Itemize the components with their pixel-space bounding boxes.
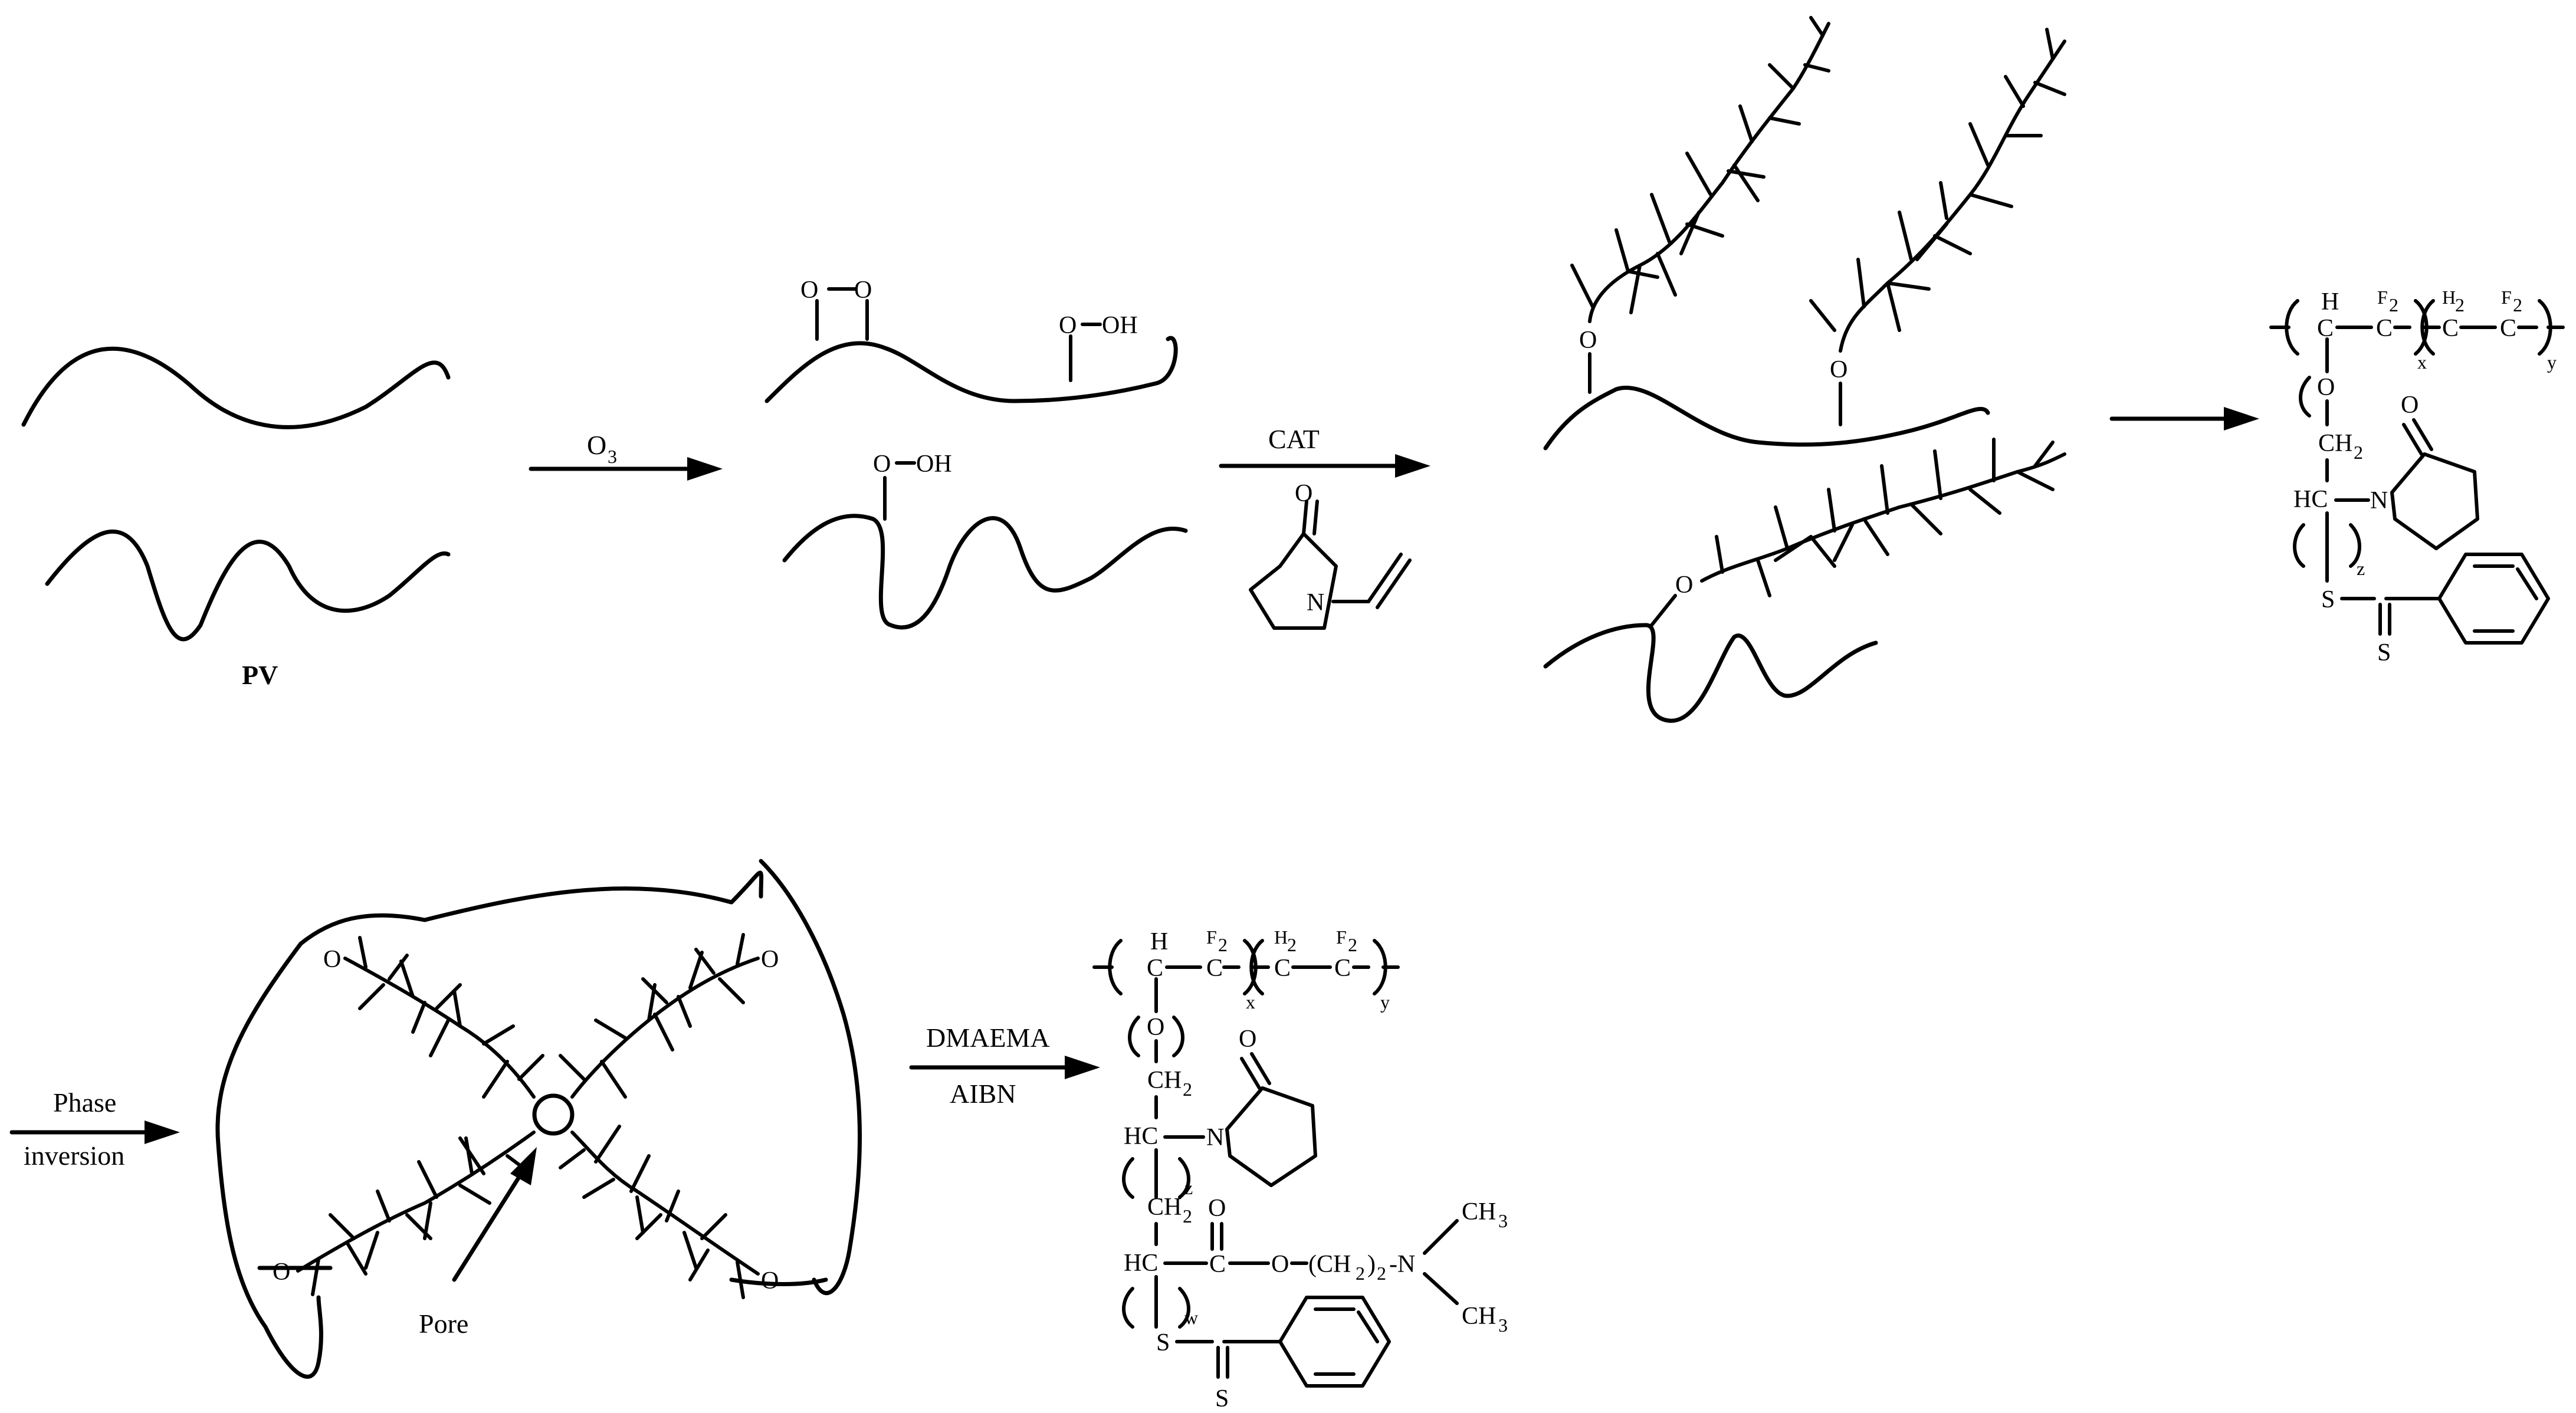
s2-amine-n: -N bbox=[1389, 1251, 1415, 1278]
membrane-o-1: O bbox=[323, 946, 341, 973]
monomer-label-2: AIBN bbox=[950, 1079, 1016, 1109]
s2-c4: C bbox=[1334, 955, 1351, 982]
s2-ester-o: O bbox=[1271, 1251, 1289, 1278]
pv-chains: PV bbox=[21, 346, 451, 690]
s2-ch3-b-sub: 3 bbox=[1498, 1315, 1508, 1336]
graft-o-1: O bbox=[1579, 327, 1597, 354]
s2-f2-a: F bbox=[1206, 926, 1217, 948]
s1-c4: C bbox=[2500, 315, 2516, 342]
catalyst-label: CAT bbox=[1268, 424, 1320, 454]
ozonation-arrow: O 3 bbox=[529, 430, 723, 481]
s2-carbonyl-c: C bbox=[1209, 1251, 1226, 1278]
peroxide-o-right: O bbox=[854, 277, 872, 304]
s2-z-index: z bbox=[1184, 1177, 1193, 1198]
s2-thione-s: S bbox=[1215, 1385, 1229, 1412]
membrane-o-2: O bbox=[761, 946, 779, 973]
s1-n: N bbox=[2370, 487, 2388, 514]
hydroperoxide-o-2: O bbox=[873, 451, 891, 478]
dmaema-arrow: DMAEMA AIBN bbox=[909, 1023, 1100, 1109]
s2-o: O bbox=[1147, 1014, 1164, 1041]
s2-h2: H bbox=[1274, 926, 1288, 948]
monomer-label-1: DMAEMA bbox=[926, 1023, 1050, 1053]
pore-label: Pore bbox=[419, 1309, 468, 1339]
membrane-o-4: O bbox=[761, 1267, 779, 1294]
hydroperoxide-o: O bbox=[1059, 312, 1077, 339]
s1-h: H bbox=[2321, 288, 2339, 316]
s1-s: S bbox=[2321, 586, 2335, 613]
s2-f2-a-sub: 2 bbox=[1218, 934, 1228, 955]
s1-z-index: z bbox=[2357, 558, 2365, 579]
s1-c3: C bbox=[2442, 315, 2459, 342]
nvp-monomer: O N bbox=[1249, 480, 1412, 630]
hydroperoxide-oh-2: OH bbox=[916, 451, 952, 478]
membrane-o-3: O bbox=[273, 1258, 290, 1286]
phase-label-2: inversion bbox=[24, 1141, 124, 1171]
s2-n: N bbox=[1206, 1124, 1224, 1151]
graft-o-3: O bbox=[1675, 571, 1693, 599]
s2-ch2-a: CH bbox=[1147, 1067, 1182, 1094]
s2-ch2n-n-sub: 2 bbox=[1377, 1263, 1386, 1284]
s2-w-index: w bbox=[1184, 1307, 1198, 1328]
s2-c3: C bbox=[1274, 955, 1291, 982]
s2-ch3-a: CH bbox=[1462, 1198, 1496, 1225]
pv-label: PV bbox=[242, 660, 278, 690]
s2-f2-b-sub: 2 bbox=[1348, 934, 1357, 955]
s2-carbonyl-o: O bbox=[1208, 1195, 1226, 1222]
s1-f2-b-sub: 2 bbox=[2513, 294, 2522, 316]
structure-arrow bbox=[2109, 407, 2259, 431]
s1-hc: HC bbox=[2293, 486, 2328, 513]
ozone-label: O bbox=[587, 430, 606, 460]
pore-pointer: Pore bbox=[419, 1147, 537, 1339]
phase-label-1: Phase bbox=[53, 1087, 116, 1118]
s1-h2-sub: 2 bbox=[2455, 294, 2465, 316]
s1-f2-b: F bbox=[2501, 287, 2512, 308]
s1-h2: H bbox=[2442, 287, 2456, 308]
s2-ch2n-h2-sub: 2 bbox=[1356, 1263, 1365, 1284]
s1-c1: C bbox=[2317, 315, 2334, 342]
peroxide-o-left: O bbox=[800, 277, 818, 304]
s2-h2-sub: 2 bbox=[1287, 934, 1297, 955]
s2-ch3-b: CH bbox=[1462, 1303, 1496, 1330]
s1-f2-a-sub: 2 bbox=[2389, 294, 2398, 316]
nvp-n: N bbox=[1307, 589, 1324, 616]
s2-h: H bbox=[1150, 928, 1168, 955]
s2-ch3-a-sub: 3 bbox=[1498, 1210, 1508, 1231]
s2-x-index: x bbox=[1246, 991, 1255, 1013]
ozone-subscript: 3 bbox=[608, 446, 617, 467]
phase-inversion-arrow: Phase inversion bbox=[9, 1087, 180, 1171]
s2-f2-b: F bbox=[1336, 926, 1347, 948]
s1-o: O bbox=[2317, 374, 2335, 401]
s2-hc-a: HC bbox=[1124, 1123, 1158, 1150]
s1-y-index: y bbox=[2547, 351, 2557, 373]
s2-pyrrolidone-o: O bbox=[1239, 1026, 1256, 1053]
s2-s: S bbox=[1156, 1329, 1170, 1356]
structure-pvdf-g-pvp-b-pdmaema: H C F 2 C x H 2 C F 2 C y O CH 2 HC N bbox=[1092, 926, 1508, 1412]
s2-y-index: y bbox=[1380, 991, 1390, 1013]
s1-ch2: CH bbox=[2318, 430, 2352, 457]
graft-o-2: O bbox=[1830, 356, 1847, 383]
pore-circle bbox=[532, 1093, 575, 1136]
s1-f2-a: F bbox=[2377, 287, 2388, 308]
grafted-chains: O O O bbox=[1543, 16, 2066, 723]
s2-ch2-a-sub: 2 bbox=[1183, 1079, 1192, 1100]
ozonated-chains: O O O OH O OH bbox=[764, 277, 1188, 630]
s1-thione-s: S bbox=[2377, 639, 2391, 666]
s1-ch2-sub: 2 bbox=[2354, 442, 2363, 463]
s2-c1: C bbox=[1147, 955, 1163, 982]
s1-pyrrolidone-o: O bbox=[2401, 392, 2419, 419]
s2-c2: C bbox=[1206, 955, 1223, 982]
s2-ch2n-close: ) bbox=[1367, 1251, 1376, 1278]
hydroperoxide-oh: OH bbox=[1102, 312, 1138, 339]
s2-hc-b: HC bbox=[1124, 1250, 1158, 1277]
s2-ch2-b-sub: 2 bbox=[1183, 1205, 1192, 1227]
structure-pvdf-g-pvp: H C F 2 C x H 2 C F 2 C y O CH 2 HC N O bbox=[2269, 287, 2565, 666]
s2-ch2n: (CH bbox=[1308, 1251, 1351, 1278]
s2-ch2-b: CH bbox=[1147, 1194, 1182, 1221]
grafting-arrow: CAT bbox=[1219, 424, 1430, 478]
s1-c2: C bbox=[2376, 315, 2393, 342]
membrane-pore-structure: O O O O bbox=[215, 859, 862, 1379]
s1-x-index: x bbox=[2417, 351, 2427, 373]
nvp-carbonyl-o: O bbox=[1295, 480, 1312, 507]
